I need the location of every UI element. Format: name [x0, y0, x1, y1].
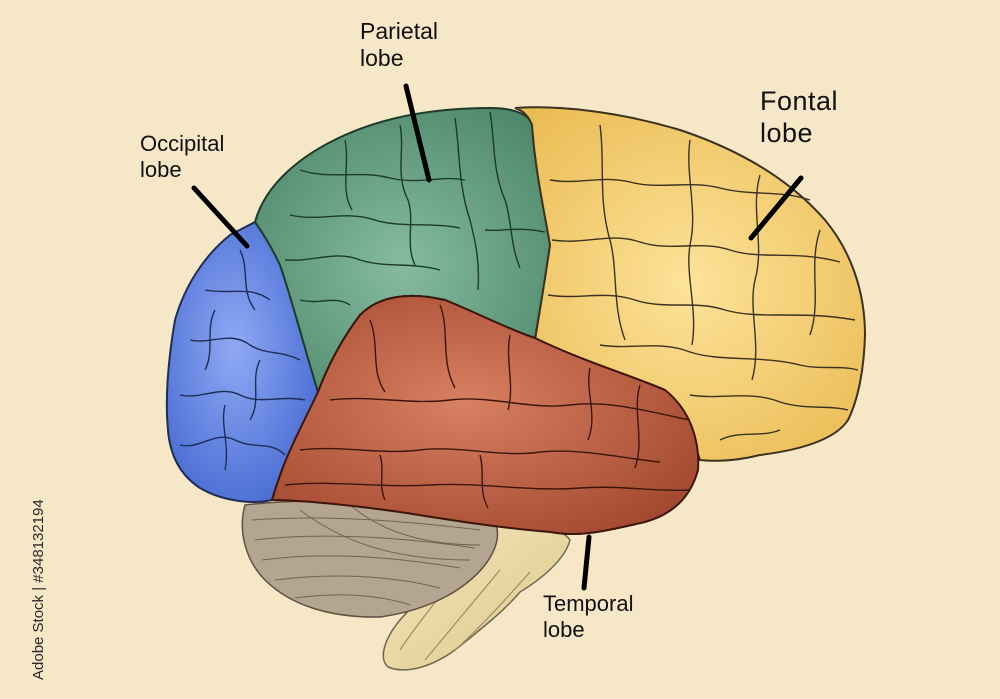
parietal-label-line1: Parietal — [360, 18, 438, 44]
stock-credit: Adobe Stock | #348132194 — [30, 499, 47, 680]
temporal-label-line2: lobe — [543, 616, 585, 642]
frontal-lobe-label: Fontal lobe — [760, 86, 838, 150]
frontal-label-line1: Fontal — [760, 86, 839, 116]
cerebellum — [241, 500, 499, 618]
frontal-label-line2: lobe — [760, 117, 814, 148]
occipital-label-line1: Occipital — [140, 131, 225, 156]
parietal-lobe-label: Parietal lobe — [360, 18, 438, 72]
temporal-leader-line — [581, 534, 592, 591]
frontal-lobe — [514, 106, 867, 462]
temporal-label-line1: Temporal — [543, 591, 634, 616]
temporal-lobe — [270, 294, 700, 536]
parietal-label-line2: lobe — [360, 45, 404, 72]
occipital-leader-line — [191, 185, 250, 249]
frontal-leader-line — [748, 175, 804, 241]
occipital-lobe-label: Occipital lobe — [140, 131, 224, 183]
temporal-lobe-label: Temporal lobe — [543, 591, 633, 643]
parietal-leader-line — [403, 83, 432, 183]
occipital-label-line2: lobe — [140, 156, 182, 182]
